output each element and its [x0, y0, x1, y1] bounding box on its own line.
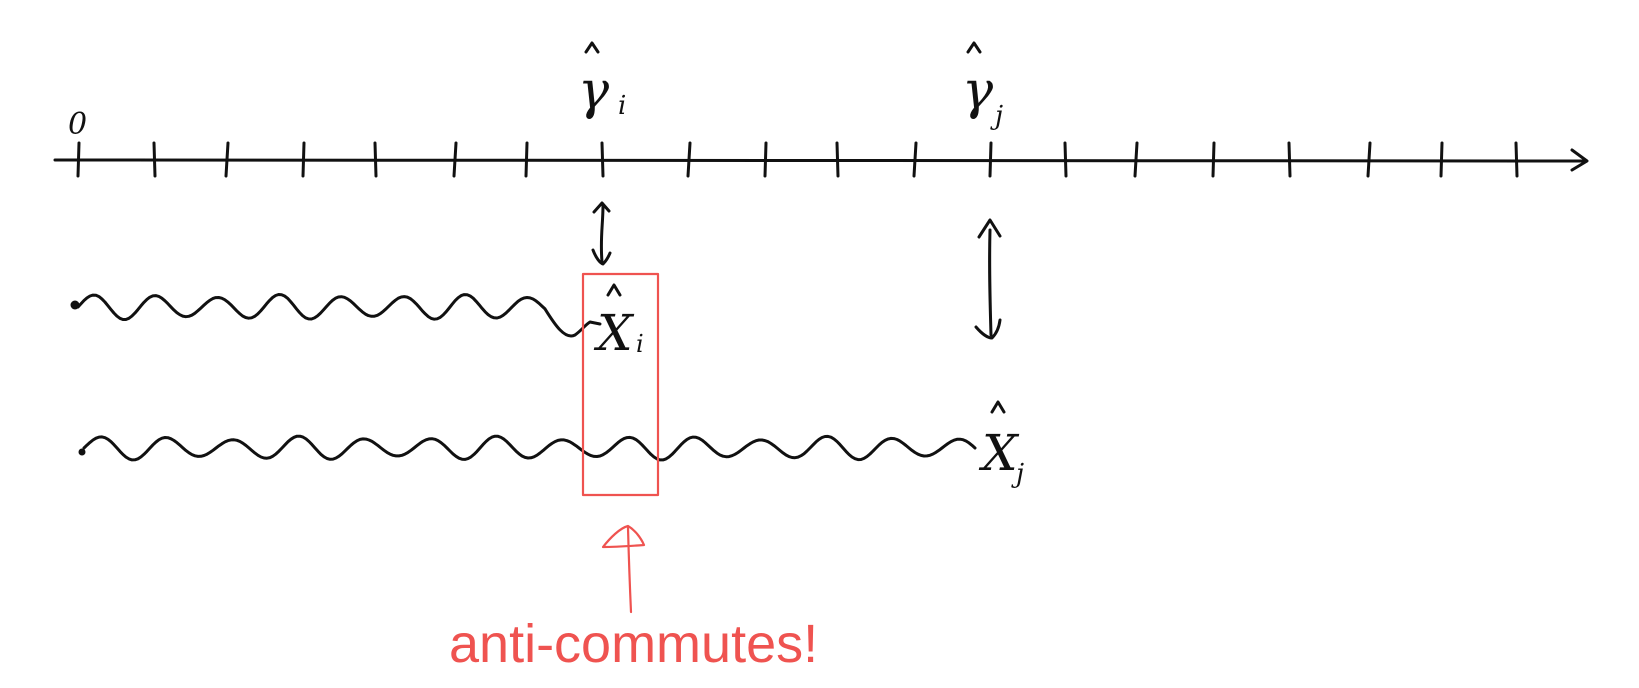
x-j-hat — [990, 400, 1006, 414]
axis-tick — [1439, 141, 1444, 178]
gamma-i-symbol: γ — [578, 61, 610, 121]
axis-tick — [1514, 141, 1519, 178]
x-i-label: X i — [593, 283, 644, 362]
axis-tick — [686, 141, 692, 178]
axis-tick — [988, 141, 993, 178]
axis-tick — [1287, 141, 1292, 178]
axis-tick — [1211, 141, 1216, 178]
gamma-j-label: γ j — [962, 41, 1003, 131]
axis-tick — [835, 141, 840, 178]
gamma-j-symbol: γ — [962, 61, 994, 121]
axis-tick — [301, 141, 306, 178]
string-j-endpoint — [78, 448, 86, 456]
wavy-string-j — [78, 434, 977, 462]
axis-ticks — [76, 141, 1519, 178]
axis-tick — [452, 141, 458, 178]
x-i-symbol: X — [593, 304, 635, 362]
axis-arrowhead — [1570, 148, 1589, 172]
axis-tick — [912, 141, 918, 178]
gamma-i-subscript: i — [618, 91, 626, 121]
gamma-j-hat — [966, 41, 982, 54]
x-i-hat — [606, 283, 622, 297]
highlight-box — [581, 272, 660, 497]
x-j-label: X j — [978, 400, 1024, 489]
axis-tick — [152, 141, 157, 178]
gamma-i-hat — [584, 41, 600, 54]
x-j-symbol: X — [978, 424, 1020, 482]
axis-line — [53, 158, 1587, 163]
wave-line-j — [82, 434, 977, 462]
red-arrow — [601, 524, 646, 614]
axis-tick — [76, 141, 81, 178]
axis-tick — [373, 141, 378, 178]
wavy-string-i — [70, 293, 602, 338]
axis-tick — [1366, 141, 1372, 178]
wave-line-i — [76, 293, 602, 338]
double-arrow-j — [974, 218, 1002, 340]
axis-tick — [1133, 141, 1139, 178]
origin-label: 0 — [68, 107, 87, 142]
number-line: 0 — [53, 107, 1589, 178]
annotation-text: anti-commutes! — [449, 614, 818, 674]
axis-tick — [763, 141, 768, 178]
double-arrow-i — [591, 201, 612, 266]
axis-tick — [1063, 141, 1068, 178]
axis-tick — [224, 141, 230, 178]
gamma-i-label: γ i — [578, 41, 626, 121]
axis-tick — [524, 141, 529, 178]
axis-tick — [600, 141, 605, 178]
x-i-subscript: i — [636, 330, 644, 358]
